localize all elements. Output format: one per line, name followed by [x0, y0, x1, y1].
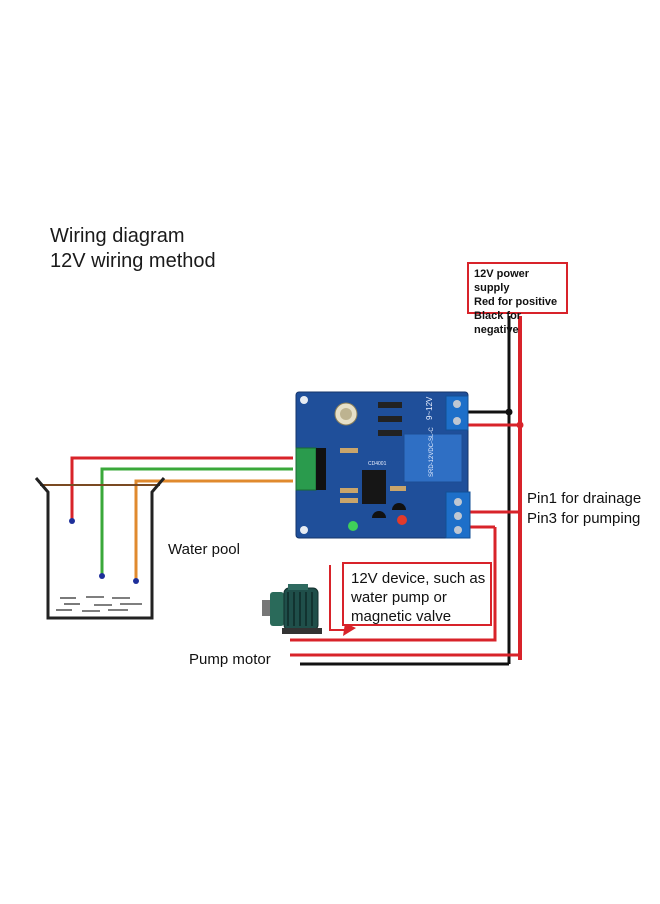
probe-wire-green — [100, 467, 293, 575]
power-supply-line2: Red for positive — [474, 296, 558, 308]
probe-tip-orange — [133, 578, 139, 584]
pump-motor-graphic — [262, 584, 322, 634]
device-note: 12V device, such as water pump or magnet… — [342, 562, 492, 626]
board-voltage-label: 9~12V — [425, 396, 434, 420]
water-pool-container — [34, 477, 166, 620]
device-pointer-line — [329, 565, 350, 631]
pump-motor-label: Pump motor — [189, 651, 271, 668]
junction-dot-positive — [516, 421, 524, 429]
diagram-subtitle: 12V wiring method — [50, 250, 216, 272]
device-line2: water pump or — [351, 589, 447, 606]
water-surface-lines — [56, 596, 142, 612]
probe-tip-green — [99, 573, 105, 579]
diagram-title: Wiring diagram — [50, 225, 185, 247]
probe-wire-orange — [134, 479, 293, 580]
power-supply-line1: 12V power supply — [474, 268, 530, 294]
pin3-label: Pin3 for pumping — [527, 510, 641, 527]
power-supply-note: 12V power supply Red for positive Black … — [467, 262, 568, 336]
device-pointer-arrow — [343, 623, 356, 636]
device-line3: magnetic valve — [351, 608, 452, 625]
controller-board — [295, 391, 471, 539]
probe-wire-red — [70, 456, 293, 520]
pump-supply-wire — [290, 527, 497, 642]
water-pool-label: Water pool — [168, 541, 240, 558]
device-line1: 12V device, such as — [351, 570, 486, 587]
pin1-label: Pin1 for drainage — [527, 490, 642, 507]
junction-dot-negative — [505, 408, 513, 416]
chip-label: CD4001 — [368, 461, 387, 467]
probe-tip-red — [69, 518, 75, 524]
relay-model-label: SRD-12VDC-SL-C — [429, 427, 435, 477]
power-supply-line3: Black for negative — [474, 310, 522, 336]
